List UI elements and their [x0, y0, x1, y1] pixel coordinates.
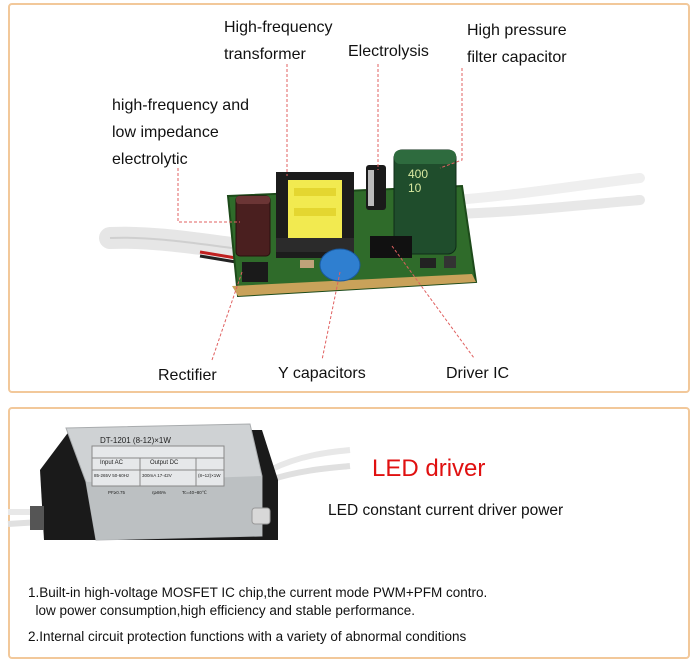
label-low-impedance-electrolytic: high-frequency and low impedance electro… [112, 97, 249, 168]
product-subtitle: LED constant current driver power [328, 502, 564, 519]
product-output-header: Output DC [150, 460, 179, 466]
cap-value-text: 400 [408, 167, 428, 181]
leader-rectifier [211, 271, 243, 361]
product-input-spec: 85-265V 50-60Hz [94, 473, 130, 478]
leader-filter-cap [439, 68, 463, 169]
product-efficiency: η≥86% [152, 490, 166, 495]
product-led-spec: (8~12)×1W [198, 473, 221, 478]
leader-low-impedance [177, 168, 240, 223]
feature-bullet-1: 1.Built-in high-voltage MOSFET IC chip,t… [28, 585, 488, 618]
leader-driver-ic [391, 245, 475, 359]
label-high-pressure-filter-capacitor: High pressure filter capacitor [467, 22, 567, 66]
label-high-frequency-transformer: High-frequency transformer [224, 19, 333, 63]
product-title: LED driver [372, 455, 486, 482]
circuit-board-photo: 400 10 [99, 64, 645, 361]
label-driver-ic: Driver IC [446, 365, 510, 382]
product-input-header: Input AC [100, 460, 124, 466]
product-current-spec: 300mA 17-42V [142, 473, 172, 478]
cap-value-text-2: 10 [408, 181, 422, 195]
product-temperature: Tc=40~80℃ [182, 490, 207, 495]
label-rectifier: Rectifier [158, 367, 217, 384]
product-model-text: DT-1201 (8-12)×1W [100, 436, 171, 445]
feature-bullet-2: 2.Internal circuit protection functions … [28, 629, 467, 644]
label-electrolysis: Electrolysis [348, 43, 429, 60]
label-y-capacitors: Y capacitors [278, 365, 366, 382]
product-pf: PF≥0.75 [108, 490, 125, 495]
